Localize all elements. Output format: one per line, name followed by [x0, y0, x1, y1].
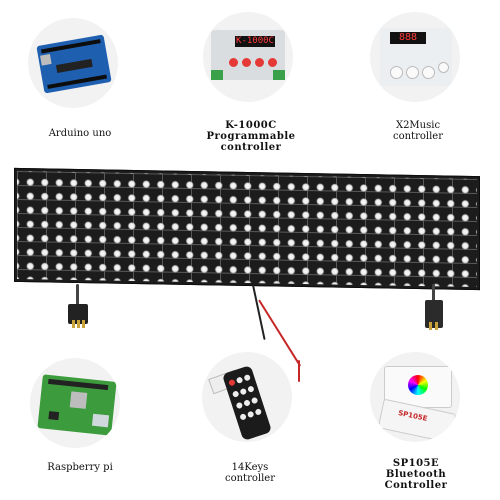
14keys-controller-image — [202, 352, 292, 442]
ir-remote — [221, 365, 273, 441]
sp105e-device-text: SP105E — [397, 409, 429, 423]
x2music-label: X2Music controller — [393, 120, 443, 142]
arduino-uno-image — [28, 18, 118, 108]
raspberry-pi-label: Raspberry pi — [47, 462, 113, 473]
sp105e-label: SP105E Bluetooth Controller — [384, 458, 448, 491]
left-connector — [68, 304, 88, 328]
14keys-controller-label: 14Keys controller — [225, 462, 275, 484]
led-matrix-panel — [14, 167, 480, 291]
x2music-controller-image: 888 — [370, 12, 460, 102]
right-wire — [432, 284, 435, 302]
color-wheel-icon — [408, 375, 428, 395]
arduino-uno-label: Arduino uno — [48, 128, 112, 139]
x2music-display: 888 — [390, 32, 426, 44]
k-1000c-label: K-1000C Programmable controller — [206, 120, 296, 153]
led-array — [17, 170, 477, 288]
k-1000c-controller-image: K-1000C — [203, 12, 293, 102]
raspberry-pi-image — [30, 358, 120, 448]
left-wire — [76, 284, 79, 306]
right-connector — [425, 300, 443, 330]
k-1000c-display: K-1000C — [235, 36, 275, 47]
power-wire-black — [252, 284, 266, 340]
power-wire-red-end — [298, 360, 300, 382]
sp105e-controller-image: SP105E — [370, 352, 460, 442]
